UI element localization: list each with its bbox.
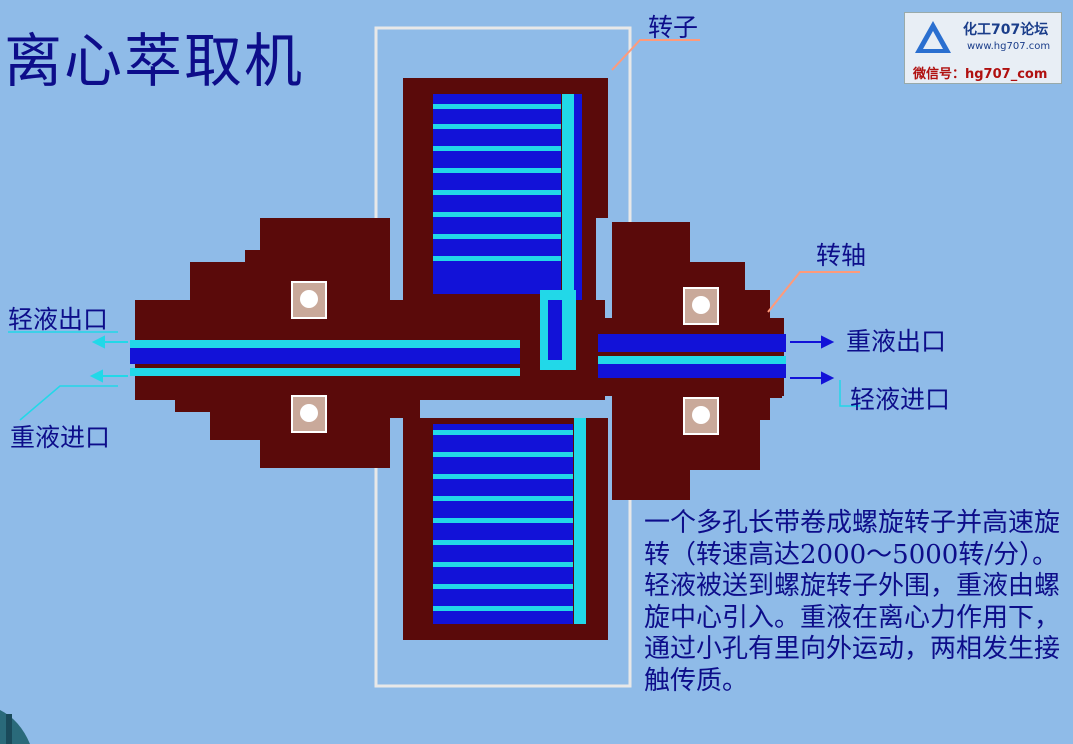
description-text: 一个多孔长带卷成螺旋转子并高速旋转（转速高达2000～5000转/分）。轻液被送… xyxy=(644,508,1061,696)
heavy-in-leader xyxy=(19,385,118,421)
logo-url: www.hg707.com xyxy=(967,41,1051,52)
tower-icon xyxy=(0,710,30,744)
label-rotor: 转子 xyxy=(648,13,699,42)
logo-icon xyxy=(915,21,951,53)
left-heavy-channel xyxy=(130,348,520,364)
logo-wechat: 微信号：hg707_com xyxy=(913,67,1048,82)
forum-logo: 化工707论坛 www.hg707.com 微信号：hg707_com xyxy=(904,12,1062,84)
light-in-leader xyxy=(839,380,860,407)
label-light-in: 轻液进口 xyxy=(850,385,951,414)
left-light-channel xyxy=(130,340,520,348)
upper-spiral-channels xyxy=(433,94,582,354)
rotor-leader xyxy=(611,39,700,71)
arrow-light-in xyxy=(790,371,835,385)
right-feed-channel xyxy=(598,364,786,378)
center-core xyxy=(548,300,562,360)
page-title: 离心萃取机 xyxy=(4,27,305,95)
bearing-bottom-left xyxy=(291,395,327,433)
right-heavy-channel xyxy=(598,334,786,352)
label-heavy-in: 重液进口 xyxy=(10,423,111,452)
bearing-top-left xyxy=(291,281,327,319)
bearing-top-right xyxy=(683,287,719,325)
right-light-channel xyxy=(598,356,786,364)
label-heavy-out: 重液出口 xyxy=(846,327,947,356)
left-return-channel xyxy=(130,368,520,376)
arrow-heavy-out xyxy=(790,335,835,349)
logo-name: 化工707论坛 xyxy=(963,22,1049,38)
label-shaft: 转轴 xyxy=(816,241,867,270)
arrow-light-out xyxy=(91,335,128,349)
bearing-bottom-right xyxy=(683,397,719,435)
arrow-heavy-in xyxy=(89,369,128,383)
label-light-out: 轻液出口 xyxy=(8,305,109,334)
shaft-leader xyxy=(767,271,860,313)
lower-spiral-channels xyxy=(433,418,586,624)
